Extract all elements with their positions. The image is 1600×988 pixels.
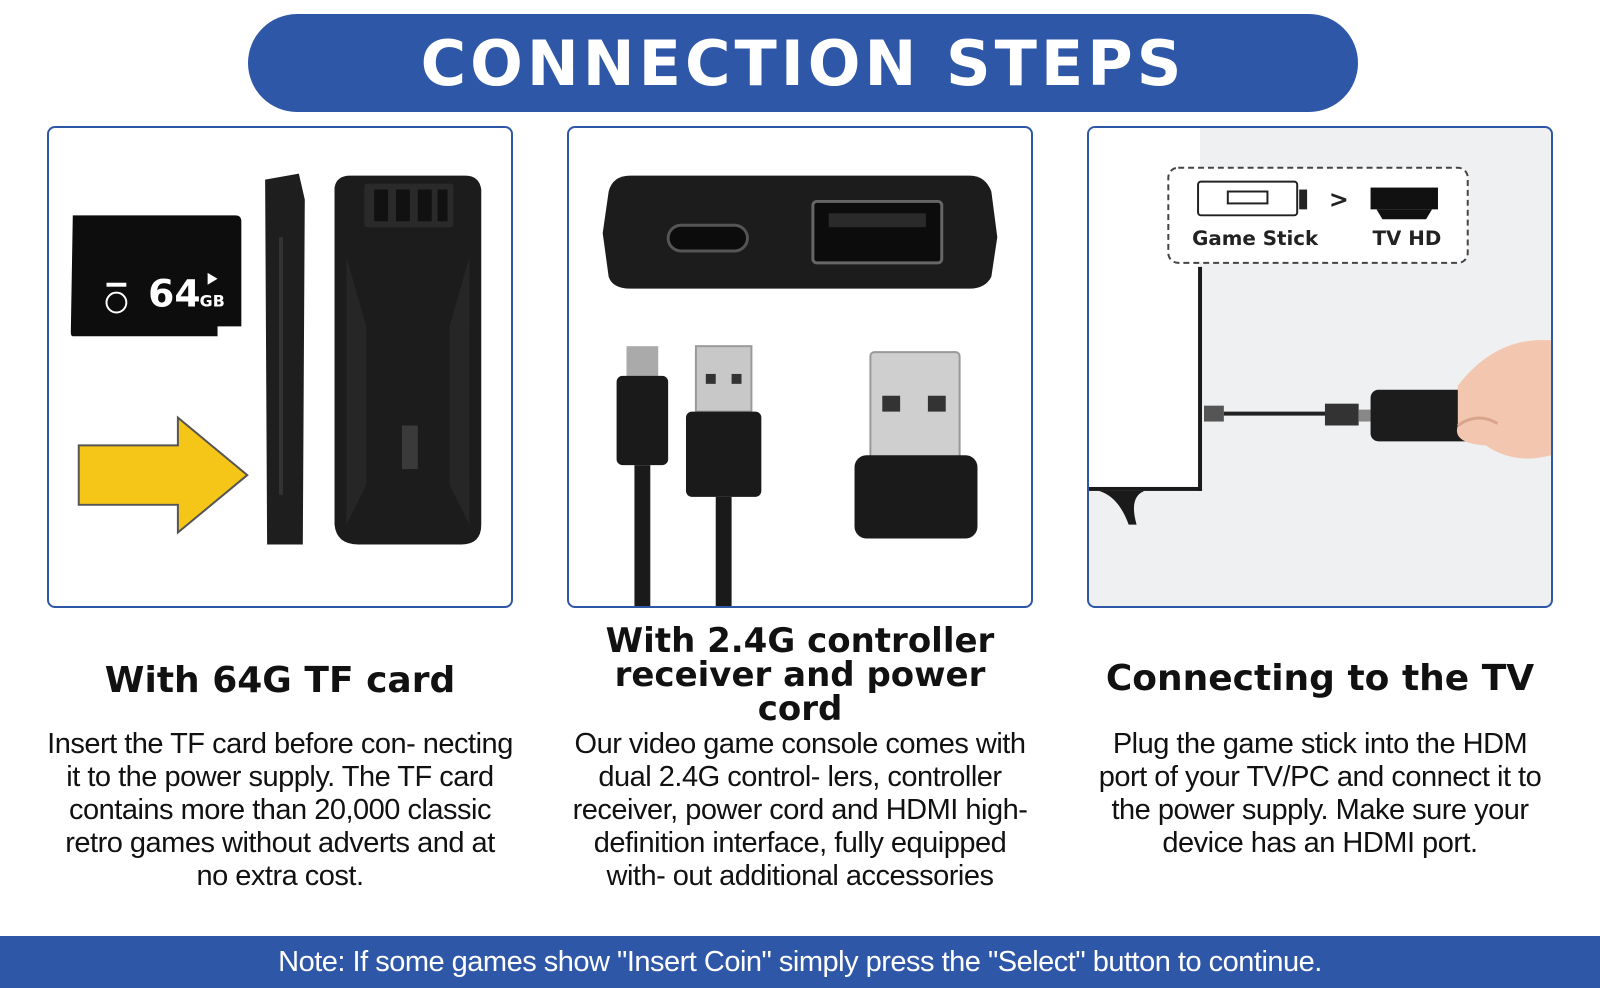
step-1-heading: With 64G TF card — [104, 660, 456, 701]
legend-tv-hd-label: TV HD — [1373, 227, 1442, 250]
tv-edge — [1198, 266, 1203, 491]
usb-a-port — [811, 199, 944, 265]
micro-usb-port — [666, 223, 749, 253]
step-2-heading: With 2.4G controller receiver and power … — [605, 621, 995, 729]
tf-card-illustration: 64 GB — [70, 173, 482, 545]
tv-stand — [1098, 490, 1145, 525]
receiver-cables-illustration — [602, 175, 998, 606]
stick-front-view — [334, 175, 482, 545]
step-3-description: Plug the game stick into the HDM port of… — [1098, 728, 1542, 859]
usb-a-cable — [685, 345, 762, 606]
arrow-right-icon — [77, 415, 249, 535]
card-unit: GB — [200, 292, 225, 311]
step-3-heading: Connecting to the TV — [1105, 658, 1535, 699]
micro-usb-cable — [616, 346, 669, 606]
legend-game-stick-label: Game Stick — [1192, 227, 1319, 250]
usb-dongle-large — [602, 175, 998, 289]
step-2-description: Our video game console comes with dual 2… — [572, 728, 1028, 892]
card-capacity: 64 — [148, 272, 200, 316]
wireless-receiver — [854, 351, 978, 539]
step-1-image-panel: 64 GB — [47, 126, 513, 608]
game-stick-icon — [1197, 180, 1299, 217]
step-3-image-panel: Game Stick > TV HD — [1087, 126, 1553, 608]
tv-connection-illustration: Game Stick > TV HD — [1089, 128, 1551, 525]
hdmi-port-icon — [1370, 187, 1438, 210]
note-bar: Note: If some games show "Insert Coin" s… — [0, 936, 1600, 988]
sd-logo-icon — [105, 291, 128, 314]
step-1-description: Insert the TF card before con- necting i… — [47, 728, 513, 892]
step-2-image-panel — [567, 126, 1033, 608]
game-stick-in-hand — [1370, 339, 1551, 459]
note-text: Note: If some games show "Insert Coin" s… — [278, 945, 1322, 978]
sd-card: 64 GB — [70, 215, 242, 337]
title-banner: CONNECTION STEPS — [248, 14, 1358, 112]
page-title: CONNECTION STEPS — [420, 26, 1186, 100]
legend-arrow: > — [1329, 185, 1349, 213]
stick-side-view — [265, 173, 305, 545]
connection-legend: Game Stick > TV HD — [1167, 166, 1469, 264]
hdmi-cable — [1204, 403, 1371, 426]
